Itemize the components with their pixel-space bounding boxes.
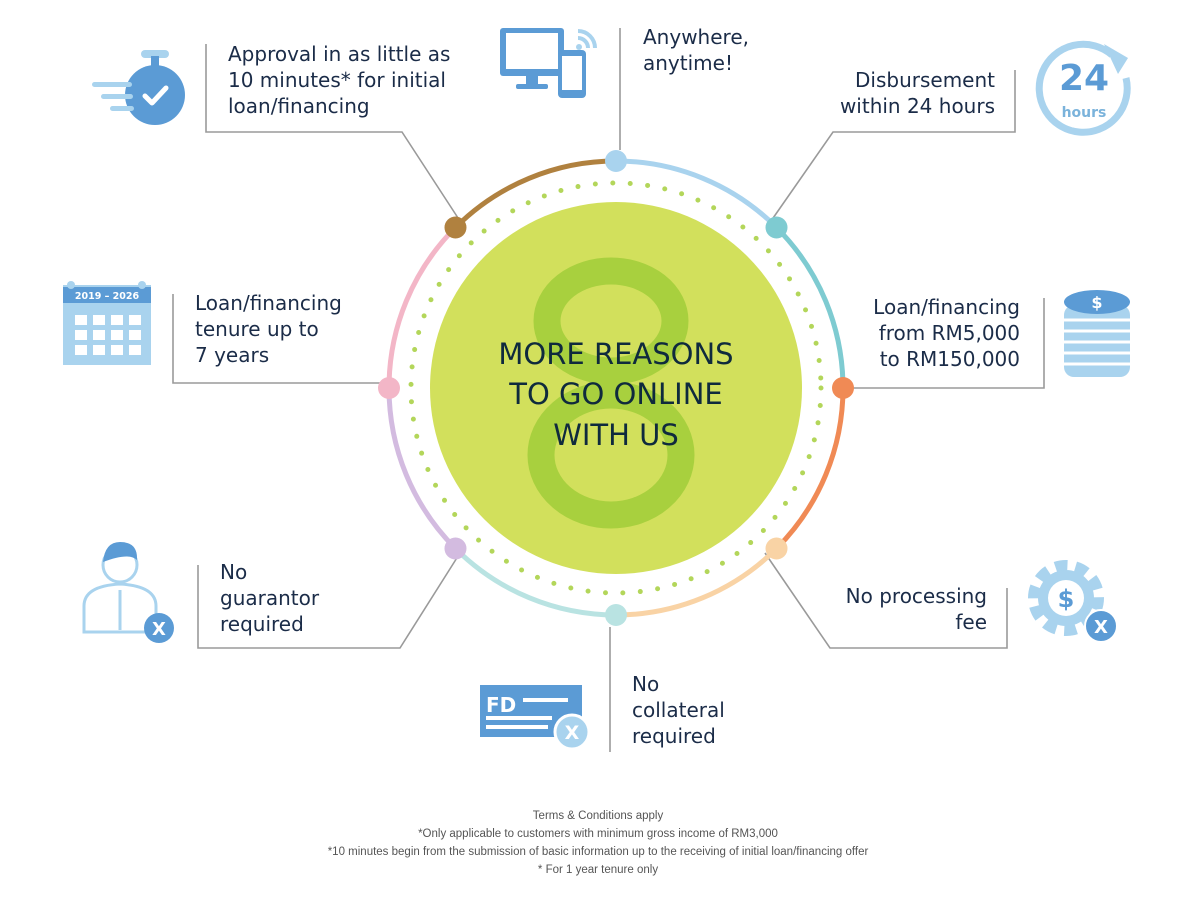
ring-arc-amount: [774, 387, 846, 551]
reason-approval: Approval in as little as 10 minutes* for…: [228, 42, 450, 118]
gear-dollar-x-icon: $ X: [1028, 560, 1118, 643]
icon-fd: FD: [486, 693, 516, 717]
big-eight-graphic: [527, 257, 695, 529]
reason-disbursement: Disbursement within 24 hours: [840, 68, 995, 118]
connectors: [172, 28, 1045, 752]
ring-node-approval: [444, 216, 467, 239]
ring-node-processing: [765, 537, 788, 560]
label-line: Loan/financing: [195, 291, 342, 315]
fd-card-x-icon: FD X: [480, 685, 591, 751]
ring-arc-disbursement: [774, 225, 846, 389]
connector-tenure: [172, 294, 387, 384]
reason-tenure: Loan/financing tenure up to 7 years: [195, 291, 342, 367]
stopwatch-check-icon: [92, 50, 185, 125]
ring-node-guarantor: [444, 537, 467, 560]
label-line: 7 years: [195, 343, 269, 367]
icon-x: X: [1094, 617, 1108, 638]
icon-x: X: [565, 722, 580, 744]
icon-24-text: 24: [1059, 58, 1109, 99]
connector-approval: [205, 44, 461, 222]
title-line-1: MORE REASONS: [498, 337, 733, 371]
connector-guarantor: [197, 552, 461, 649]
icon-dollar: $: [1091, 293, 1102, 312]
ring-arc-guarantor: [386, 387, 458, 551]
ring-arc-anywhere: [615, 158, 779, 230]
label-line: tenure up to: [195, 317, 319, 341]
ring-arc-approval: [453, 158, 617, 230]
person-x-icon: X: [82, 542, 174, 643]
eight-top-loop: [533, 257, 689, 385]
label-line: Approval in as little as: [228, 42, 450, 66]
ring-arc-collateral: [453, 546, 617, 618]
footnote: *10 minutes begin from the submission of…: [328, 846, 869, 858]
footnote: * For 1 year tenure only: [538, 864, 658, 876]
label-line: 10 minutes* for initial: [228, 68, 446, 92]
label-line: fee: [955, 610, 987, 634]
icon-hours-text: hours: [1062, 105, 1107, 121]
outer-ring: [378, 150, 854, 626]
reason-collateral: No collateral required: [632, 672, 725, 748]
label-line: required: [632, 724, 716, 748]
label-line: loan/financing: [228, 94, 370, 118]
label-line: collateral: [632, 698, 725, 722]
label-line: No: [632, 672, 659, 696]
terms-note: Terms & Conditions apply: [533, 810, 664, 822]
ring-node-tenure: [378, 377, 400, 399]
connector-disbursement: [770, 70, 1016, 222]
reason-guarantor: No guarantor required: [220, 560, 320, 636]
reason-anywhere: Anywhere, anytime!: [643, 25, 749, 75]
connector-processing: [764, 552, 1008, 649]
footnote: *Only applicable to customers with minim…: [418, 828, 778, 840]
ring-arc-processing: [615, 546, 779, 618]
calendar-years: 2019 – 2026: [75, 291, 140, 302]
ring-arc-tenure: [386, 225, 458, 389]
label-line: to RM150,000: [880, 347, 1020, 371]
icon-dollar: $: [1058, 585, 1075, 613]
label-line: from RM5,000: [879, 321, 1020, 345]
connector-amount: [842, 298, 1045, 389]
24-hours-icon: 24 hours: [1035, 40, 1131, 136]
coin-stack-icon: $: [1064, 290, 1130, 377]
reason-amount: Loan/financing from RM5,000 to RM150,000: [873, 295, 1020, 371]
label-line: No processing: [846, 584, 987, 608]
title-line-3: WITH US: [553, 418, 679, 452]
devices-wifi-icon: [500, 28, 597, 98]
footer-notes: Terms & Conditions apply *Only applicabl…: [328, 810, 869, 876]
label-line: required: [220, 612, 304, 636]
dotted-ring: [408, 180, 824, 596]
label-line: anytime!: [643, 51, 733, 75]
ring-node-collateral: [605, 604, 627, 626]
label-line: Anywhere,: [643, 25, 749, 49]
calendar-icon: 2019 – 2026: [63, 281, 151, 365]
title-line-2: TO GO ONLINE: [508, 377, 723, 411]
eight-bottom-loop: [527, 381, 695, 529]
label-line: Loan/financing: [873, 295, 1020, 319]
label-line: within 24 hours: [840, 94, 995, 118]
ring-node-disbursement: [765, 216, 788, 239]
label-line: Disbursement: [855, 68, 995, 92]
label-line: No: [220, 560, 247, 584]
ring-node-anywhere: [605, 150, 627, 172]
label-line: guarantor: [220, 586, 320, 610]
reason-processing: No processing fee: [846, 584, 987, 634]
icon-x: X: [152, 619, 166, 640]
ring-node-amount: [832, 377, 854, 399]
